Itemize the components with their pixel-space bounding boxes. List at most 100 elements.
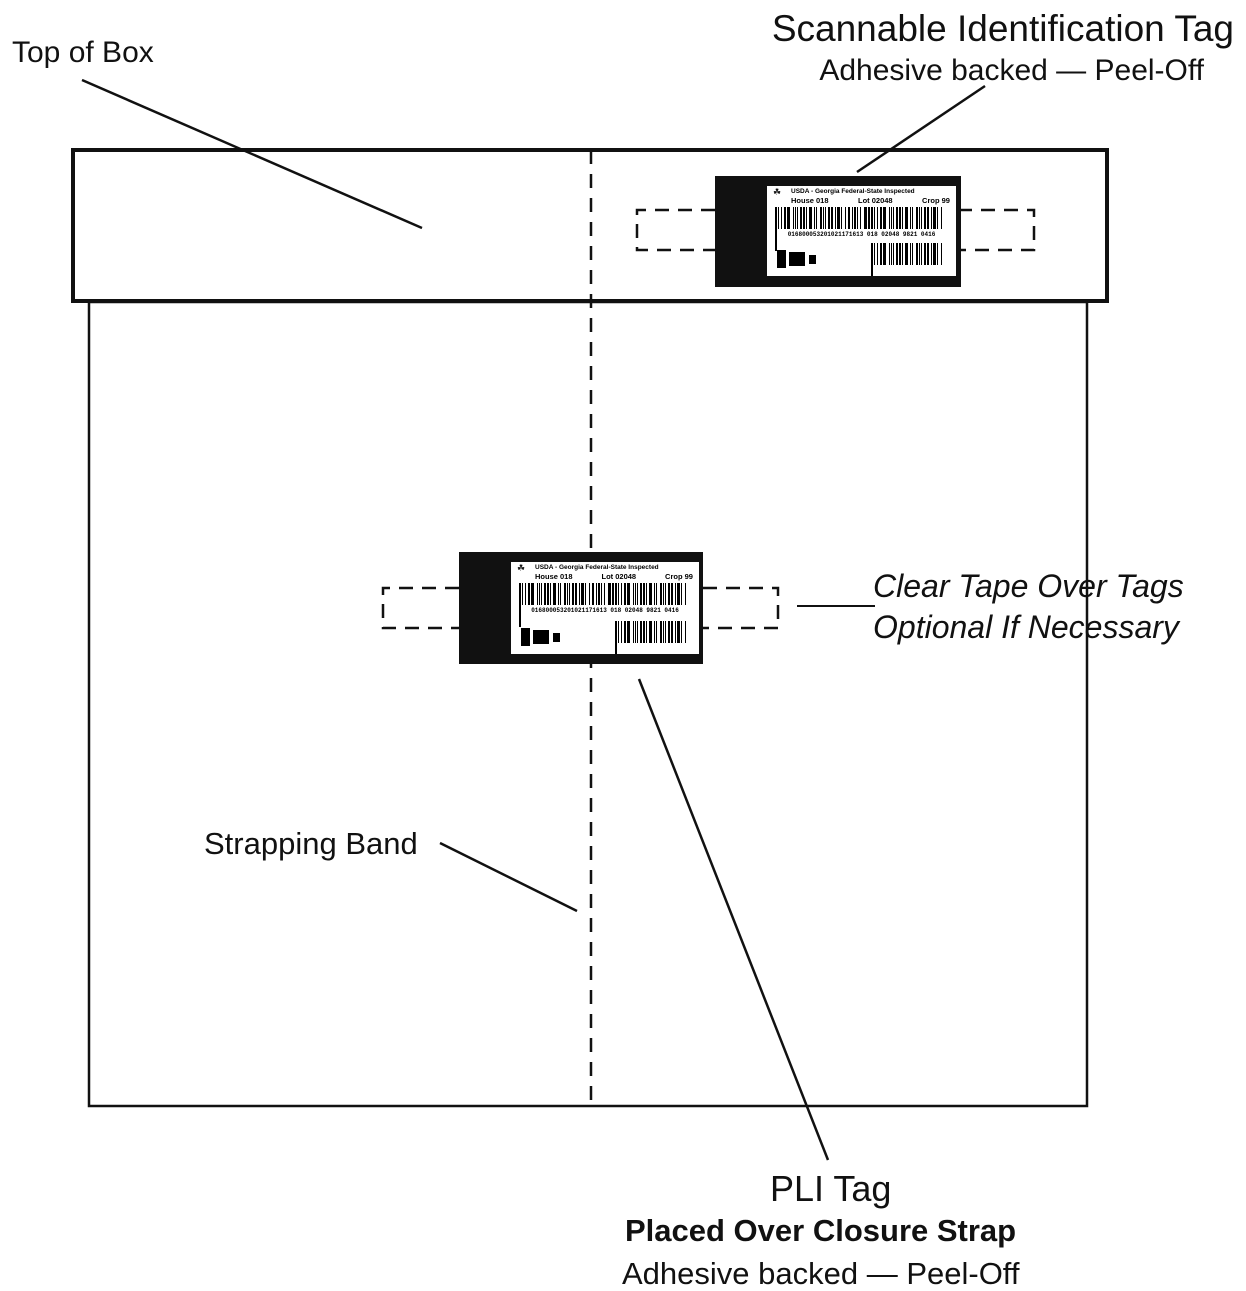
barcode-bar <box>539 583 540 605</box>
barcode-bar <box>877 207 878 229</box>
pli-tag-subtitle-2: Adhesive backed — Peel-Off <box>622 1256 1020 1291</box>
barcode-bar <box>877 243 878 265</box>
barcode-bar <box>596 583 597 605</box>
barcode-bar <box>671 621 673 643</box>
barcode-bar <box>519 583 521 605</box>
leader-scannable-tag <box>856 84 986 174</box>
barcode-bar <box>893 207 894 229</box>
leader-strapping-band <box>439 841 578 913</box>
barcode-bar <box>933 243 936 265</box>
tag-barcode-number: 016800053201021171613 018 02048 9821 041… <box>531 607 679 614</box>
barcode-bar <box>795 207 796 229</box>
box-body <box>87 300 1089 1108</box>
barcode-bar <box>803 207 805 229</box>
barcode-bar <box>880 243 882 265</box>
barcode-bar <box>893 243 894 265</box>
barcode-bar <box>902 207 903 229</box>
barcode-bar <box>854 207 856 229</box>
pli-tag: USDA - Georgia Federal-State Inspected H… <box>459 552 703 664</box>
barcode-bar <box>778 207 779 229</box>
barcode-bar <box>837 207 840 229</box>
barcode-bar <box>864 207 867 229</box>
tag-house: House 018 <box>535 572 573 581</box>
barcode-bar <box>537 583 538 605</box>
barcode-bar <box>671 583 673 605</box>
barcode-bar <box>663 583 664 605</box>
barcode-bar <box>806 207 807 229</box>
barcode-bar <box>775 207 777 229</box>
barcode-bar <box>912 243 913 265</box>
barcode-bar <box>553 583 556 605</box>
barcode-bar <box>931 207 932 229</box>
tag-label: USDA - Georgia Federal-State Inspected H… <box>767 186 956 276</box>
scannable-identification-tag: USDA - Georgia Federal-State Inspected H… <box>715 176 961 287</box>
barcode-bar <box>649 621 652 643</box>
barcode-bar <box>931 243 932 265</box>
barcode-bar <box>633 621 634 643</box>
barcode-bar <box>525 583 526 605</box>
barcode-bar <box>621 621 622 643</box>
barcode-bar <box>800 207 802 229</box>
barcode-bar <box>775 229 777 251</box>
barcode-bar <box>640 621 642 643</box>
tag-crop: Crop 99 <box>665 572 693 581</box>
scannable-tag-subtitle: Adhesive backed — Peel-Off <box>819 54 1204 87</box>
barcode-bar <box>848 207 850 229</box>
barcode-bar <box>874 243 875 265</box>
barcode-bar <box>589 583 590 605</box>
barcode-bar <box>656 621 657 643</box>
barcode-bar <box>896 243 898 265</box>
barcode-bar <box>883 243 886 265</box>
barcode-bar <box>883 207 886 229</box>
barcode-bar <box>649 583 652 605</box>
barcode-bar <box>924 243 926 265</box>
tag-label: USDA - Georgia Federal-State Inspected H… <box>511 562 699 654</box>
barcode-bar <box>635 621 636 643</box>
barcode-bar <box>585 583 586 605</box>
barcode-bar <box>668 583 670 605</box>
barcode-bar <box>814 207 815 229</box>
scannable-tag-title: Scannable Identification Tag <box>771 8 1234 49</box>
barcode-bar <box>646 621 647 643</box>
barcode-bar <box>899 207 901 229</box>
barcode-bar <box>677 583 680 605</box>
barcode-bar <box>522 583 523 605</box>
barcode-bar <box>564 583 566 605</box>
barcode-bar <box>519 605 521 627</box>
pli-tag-subtitle: Placed Over Closure Strap <box>625 1213 1017 1248</box>
barcode-bar <box>541 583 542 605</box>
barcode-main <box>519 583 691 627</box>
barcode-bar <box>685 621 686 643</box>
barcode-bar <box>604 583 605 605</box>
brand-logo-icon <box>521 628 530 646</box>
strapping-band-label: Strapping Band <box>204 826 418 861</box>
barcode-bar <box>675 621 676 643</box>
tag-info-row: House 018 Lot 02048 Crop 99 <box>511 572 699 581</box>
leader-pli-tag <box>637 678 830 1161</box>
barcode-bar <box>615 583 617 605</box>
barcode-bar <box>637 583 638 605</box>
barcode-bar <box>916 207 918 229</box>
clear-tape-right-pli <box>703 586 780 630</box>
barcode-bar <box>828 207 830 229</box>
barcode-bar <box>633 583 634 605</box>
barcode-bar <box>624 621 626 643</box>
barcode-bar <box>921 243 922 265</box>
barcode-bar <box>784 207 786 229</box>
barcode-bar <box>615 643 617 654</box>
barcode-bar <box>823 207 824 229</box>
barcode-bar <box>572 583 574 605</box>
barcode-bar <box>933 207 936 229</box>
barcode-bar <box>860 207 861 229</box>
barcode-bar <box>889 243 890 265</box>
barcode-bar <box>608 583 611 605</box>
barcode-bar <box>899 243 901 265</box>
barcode-bar <box>598 583 600 605</box>
barcode-bar <box>601 583 602 605</box>
barcode-bar <box>941 207 942 229</box>
brand-mark-icon <box>809 255 816 264</box>
barcode-bar <box>547 583 549 605</box>
barcode-bar <box>618 621 619 643</box>
barcode-bar <box>637 621 638 643</box>
barcode-bar <box>654 621 655 643</box>
